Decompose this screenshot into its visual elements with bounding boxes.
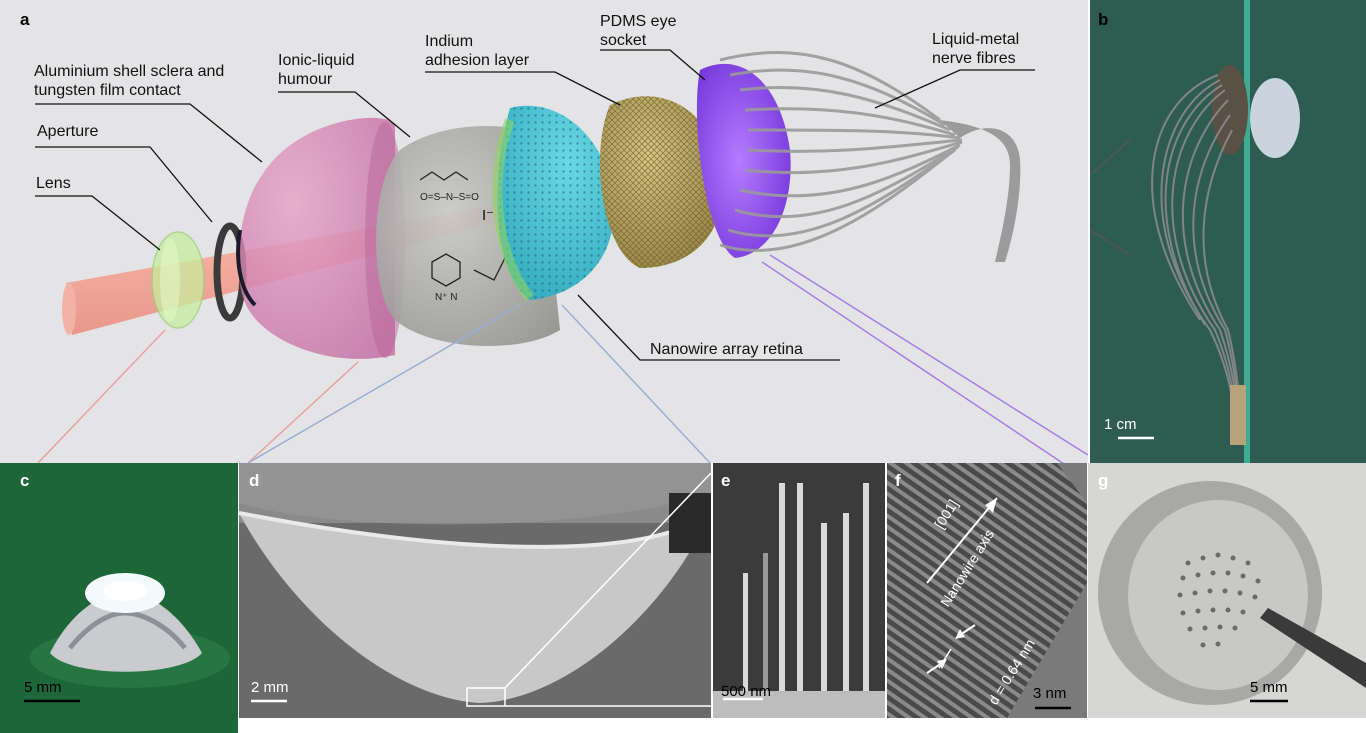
scale-bar-e: 500 nm bbox=[721, 683, 772, 700]
photo-b-device bbox=[1090, 0, 1366, 463]
photo-c-lens bbox=[0, 463, 238, 733]
lens bbox=[151, 231, 205, 329]
connector-lines bbox=[37, 254, 1088, 463]
label-liquid-metal: Liquid-metal nerve fibres bbox=[932, 31, 1020, 67]
tem-f-lattice bbox=[887, 463, 1087, 718]
panel-letter-f: f bbox=[895, 471, 901, 490]
scale-bar-b: 1 cm bbox=[1104, 416, 1137, 433]
panel-a: O=S–N–S=O N⁺ N bbox=[0, 0, 1088, 463]
scale-bar-f: 3 nm bbox=[1033, 685, 1067, 702]
exploded-eye-diagram: O=S–N–S=O N⁺ N bbox=[35, 49, 1088, 463]
label-lens: Lens bbox=[36, 175, 71, 192]
sem-d-retina bbox=[239, 463, 711, 718]
panel-g: g 5 mm bbox=[1088, 463, 1366, 718]
panel-letter-c: c bbox=[20, 471, 30, 490]
panel-b: b 1 cm bbox=[1090, 0, 1366, 463]
panel-letter-d: d bbox=[249, 471, 260, 490]
panel-c: c 5 mm bbox=[0, 463, 238, 733]
scale-bar-c: 5 mm bbox=[24, 679, 62, 696]
photo-g-socket bbox=[1088, 463, 1366, 718]
liquid-metal-nerve-fibres bbox=[696, 51, 1021, 262]
panel-letter-b: b bbox=[1098, 10, 1109, 29]
panel-letter-a: a bbox=[20, 10, 30, 29]
svg-text:O=S–N–S=O: O=S–N–S=O bbox=[420, 192, 479, 203]
pdms-eye-socket bbox=[600, 96, 723, 269]
label-aperture: Aperture bbox=[37, 123, 99, 140]
svg-text:N⁺ N: N⁺ N bbox=[435, 292, 458, 303]
nanowire-array-retina bbox=[492, 105, 615, 302]
panel-e: e 500 nm bbox=[713, 463, 885, 718]
panel-f: f [001] Nanowire axis d = 0.64 nm 3 nm bbox=[887, 463, 1087, 718]
scale-bar-d: 2 mm bbox=[251, 679, 289, 696]
label-nanowire-retina: Nanowire array retina bbox=[650, 341, 803, 358]
label-ionic-liquid: Ionic-liquid humour bbox=[278, 52, 355, 88]
panel-letter-g: g bbox=[1098, 471, 1109, 490]
label-pdms: PDMS eye socket bbox=[600, 13, 677, 49]
label-aluminium-shell: Aluminium shell sclera and tungsten film… bbox=[34, 63, 225, 99]
label-indium: Indium adhesion layer bbox=[425, 33, 530, 69]
label-iodide: I⁻ bbox=[482, 207, 495, 224]
scale-bar-g: 5 mm bbox=[1250, 679, 1288, 696]
panel-letter-e: e bbox=[721, 471, 731, 490]
panel-d: d 2 mm bbox=[239, 463, 711, 718]
leader-lines bbox=[35, 49, 1035, 361]
sem-e-nanowires bbox=[713, 463, 885, 718]
